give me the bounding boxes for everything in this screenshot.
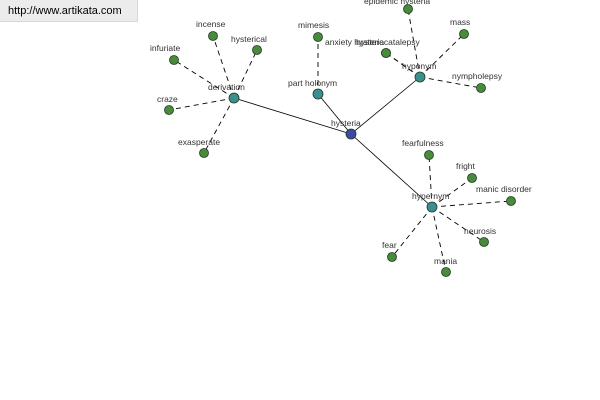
leaf-label-exasperate[interactable]: exasperate [178,137,220,147]
edge-hypernym-fear [391,206,433,258]
leaf-node-nympholepsy[interactable] [476,83,486,93]
edge-hysteria-hyponym [350,76,421,135]
edge-hysteria-derivation [233,97,352,135]
leaf-label-fearfulness[interactable]: fearfulness [402,138,444,148]
leaf-label-fright[interactable]: fright [456,161,476,171]
leaf-label-hysterocatalepsy[interactable]: hysterocatalepsy [356,37,421,47]
leaf-node-hysterical[interactable] [252,45,262,55]
leaf-node-manic-disorder[interactable] [506,196,516,206]
leaf-node-mania[interactable] [441,267,451,277]
url-bar: http://www.artikata.com [0,0,138,22]
edge-hypernym-neurosis [431,206,485,243]
leaf-label-infuriate[interactable]: infuriate [150,43,181,53]
leaf-node-mass[interactable] [459,29,469,39]
leaf-label-incense[interactable]: incense [196,19,226,29]
root-label-hysteria[interactable]: hysteria [331,118,361,128]
leaf-node-infuriate[interactable] [169,55,179,65]
leaf-node-fright[interactable] [467,173,477,183]
edge-derivation-infuriate [173,59,235,99]
leaf-label-mimesis[interactable]: mimesis [298,20,329,30]
leaf-node-mimesis[interactable] [313,32,323,42]
leaf-label-neurosis[interactable]: neurosis [464,226,496,236]
leaf-label-epidemic-hysteria[interactable]: epidemic hysteria [364,0,430,6]
leaf-label-hysterical[interactable]: hysterical [231,34,267,44]
relation-label-hypernym[interactable]: hypernym [412,191,449,201]
relation-node-hypernym[interactable] [426,201,438,213]
edge-hyponym-nympholepsy [419,76,482,89]
relation-node-hyponym[interactable] [414,71,426,83]
leaf-node-incense[interactable] [208,31,218,41]
leaf-node-craze[interactable] [164,105,174,115]
edge-hyponym-hysterocatalepsy [385,52,421,78]
edge-hysteria-part-holonym [317,93,352,135]
edge-hysteria-hypernym [350,133,433,208]
relation-node-part-holonym[interactable] [312,88,324,100]
leaf-node-epidemic-hysteria[interactable] [403,4,413,14]
edge-derivation-craze [168,97,235,111]
edges-layer [168,8,512,273]
leaf-label-fear[interactable]: fear [382,240,397,250]
leaf-node-hysterocatalepsy[interactable] [381,48,391,58]
leaf-label-mass[interactable]: mass [450,17,470,27]
edge-hyponym-mass [419,33,465,78]
relation-label-part-holonym[interactable]: part holonym [288,78,337,88]
leaf-node-fear[interactable] [387,252,397,262]
edge-derivation-exasperate [203,97,235,154]
edge-derivation-incense [212,35,235,99]
relation-node-derivation[interactable] [228,92,240,104]
leaf-node-neurosis[interactable] [479,237,489,247]
leaf-label-mania[interactable]: mania [434,256,457,266]
leaf-label-manic-disorder[interactable]: manic disorder [476,184,532,194]
edge-hypernym-manic-disorder [431,200,512,208]
leaf-label-craze[interactable]: craze [157,94,178,104]
root-node-hysteria[interactable] [345,128,357,140]
relation-label-derivation[interactable]: derivation [208,82,245,92]
leaf-node-fearfulness[interactable] [424,150,434,160]
nodes-layer [164,4,516,277]
leaf-label-anxiety-hysteria[interactable]: anxiety hysteria [325,37,384,47]
site-url-link[interactable]: http://www.artikata.com [8,5,122,17]
leaf-node-exasperate[interactable] [199,148,209,158]
leaf-label-nympholepsy[interactable]: nympholepsy [452,71,503,81]
relation-label-hyponym[interactable]: hyponym [402,61,437,71]
edge-hyponym-epidemic-hysteria [407,8,421,78]
edge-hypernym-mania [431,206,447,273]
labels-layer: incense hysterical infuriate craze exasperat… [150,0,532,266]
